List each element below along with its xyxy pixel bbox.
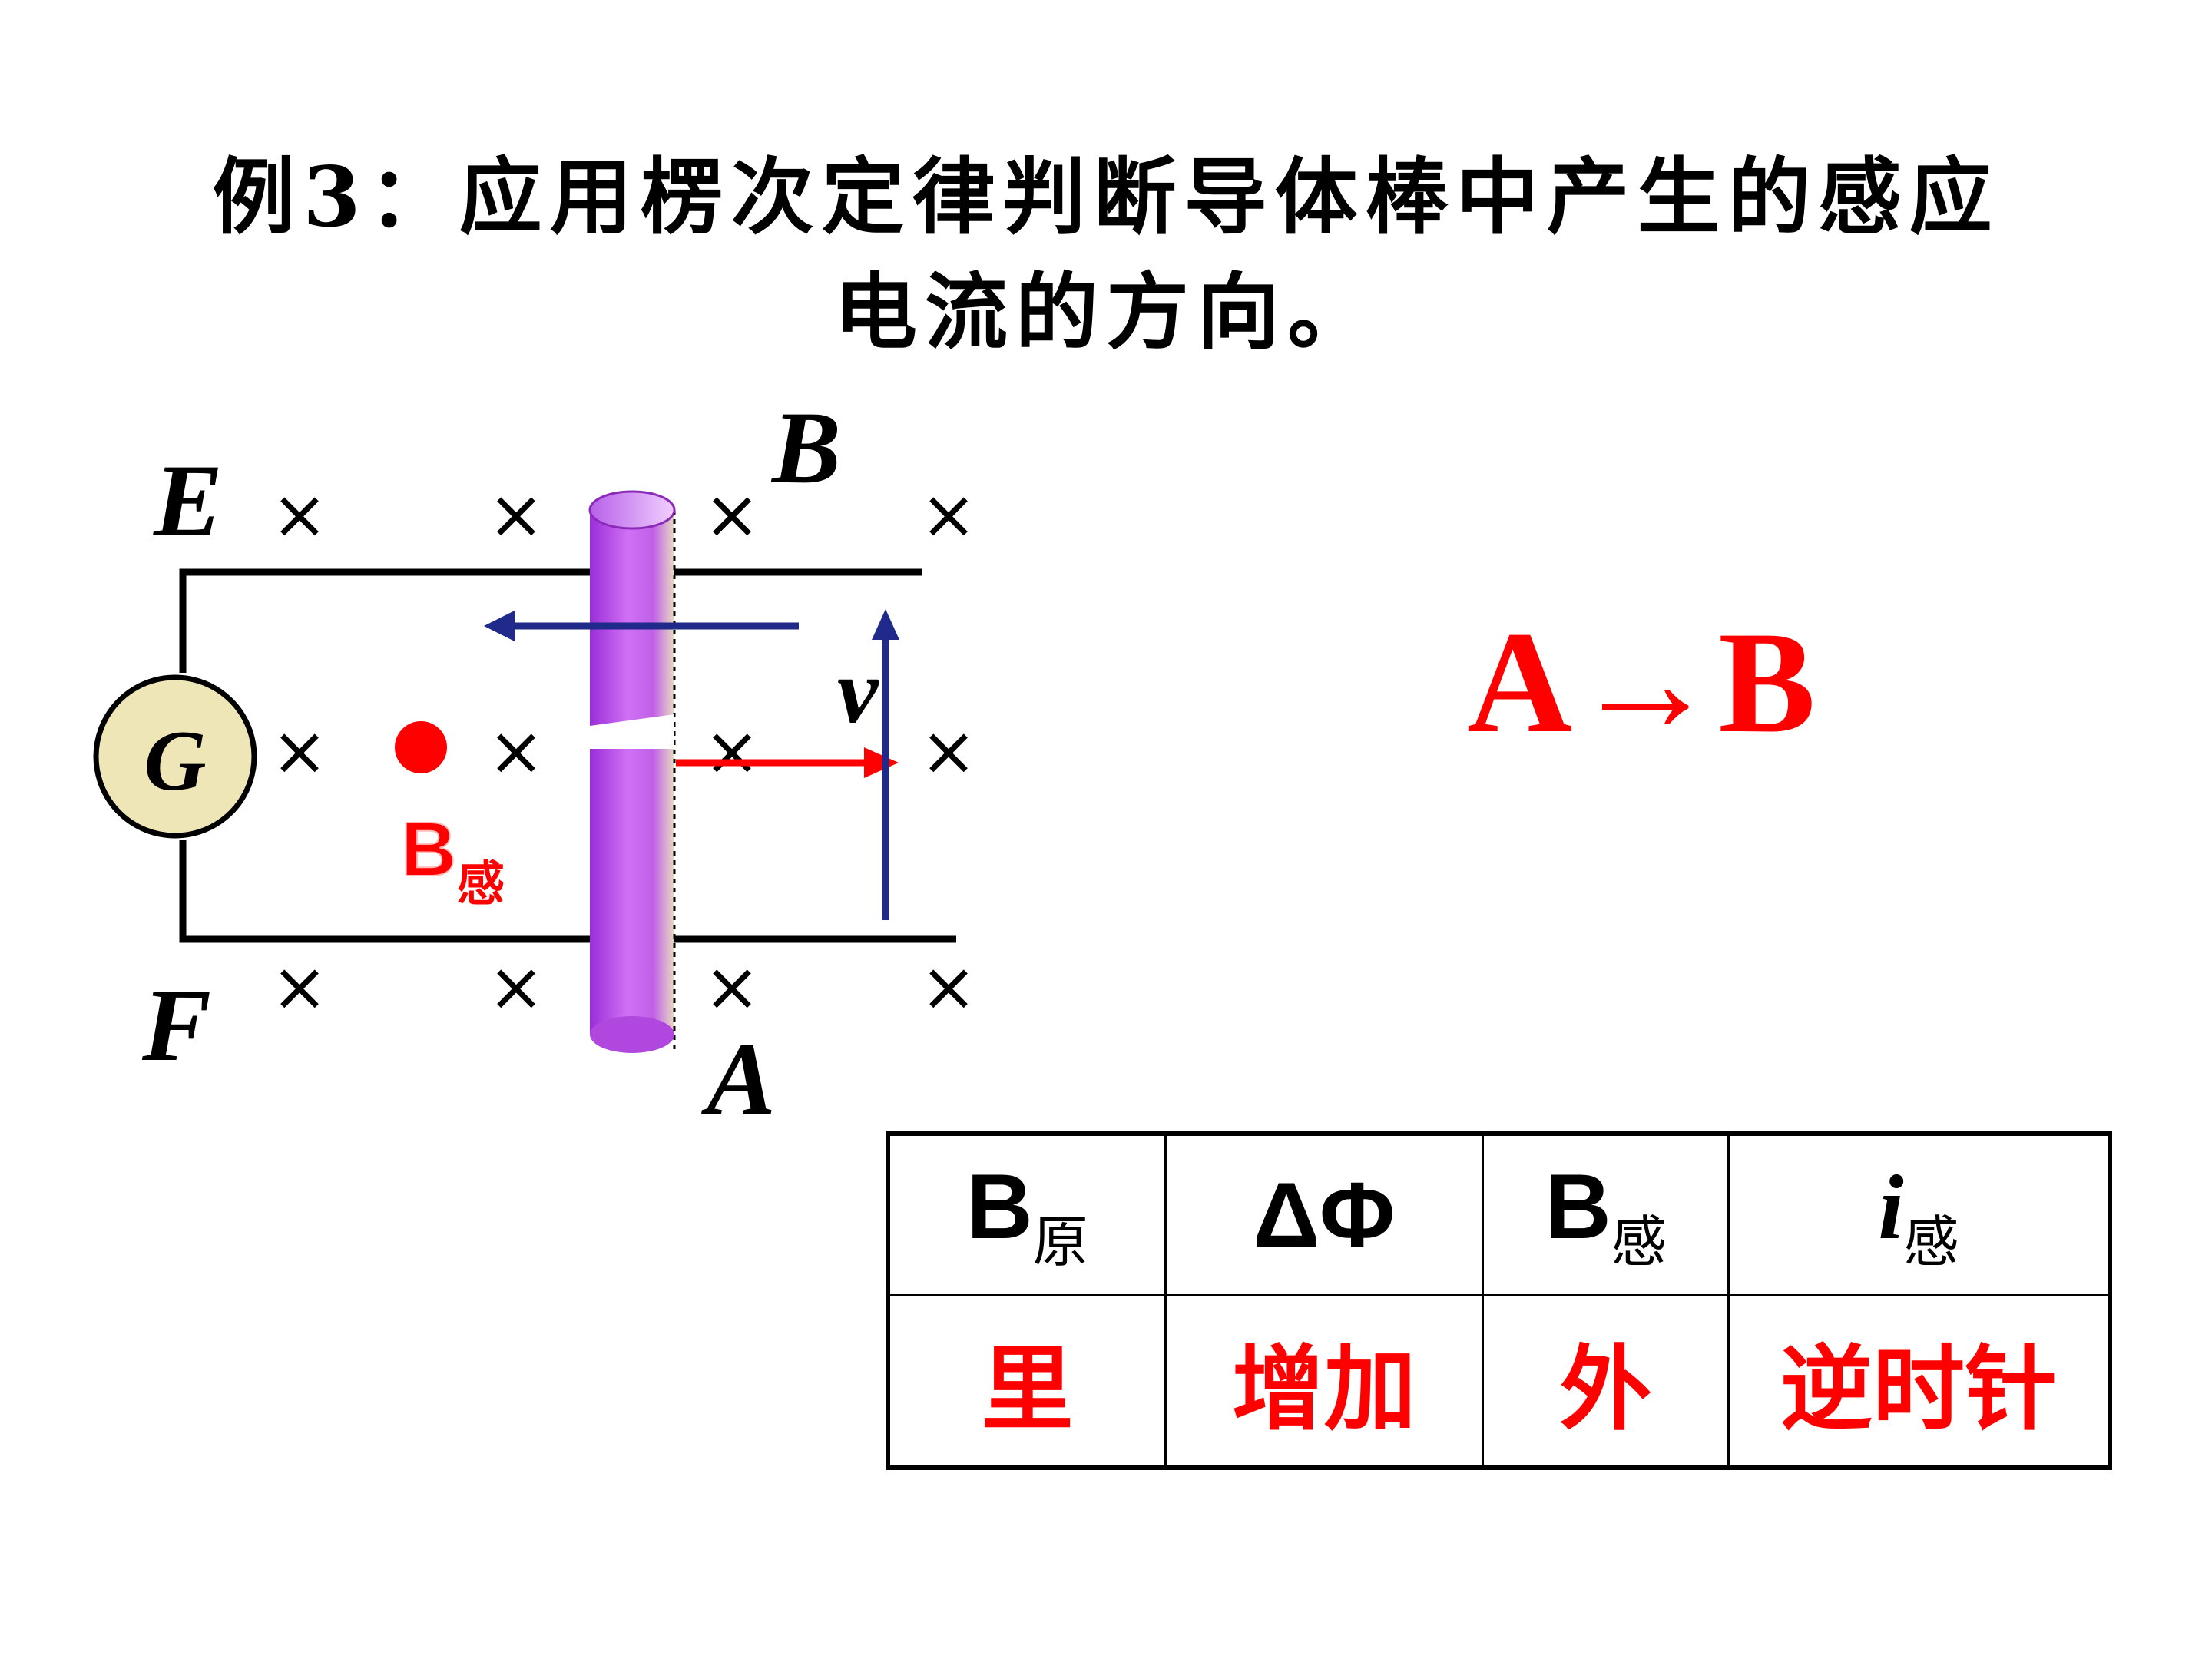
label-v: v	[837, 640, 879, 742]
galvanometer: G	[93, 674, 257, 839]
header-sub: 感	[1611, 1211, 1667, 1273]
field-mark: ×	[704, 475, 760, 554]
header-main: B	[1545, 1154, 1611, 1258]
field-mark: ×	[271, 947, 328, 1026]
galvanometer-label: G	[144, 714, 207, 809]
label-B: B	[770, 391, 841, 505]
top-rail	[179, 568, 922, 673]
header-b-original: B原	[886, 1132, 1167, 1296]
label-E: E	[153, 444, 223, 558]
header-i-induced: i感	[1727, 1132, 2111, 1296]
header-sub: 原	[1032, 1211, 1088, 1273]
field-mark: ×	[920, 711, 977, 790]
result-table: B原 ΔΦ B感 i感 里 增加 外 逆时针	[886, 1131, 2112, 1470]
induced-field-label: B	[401, 806, 456, 892]
header-sub: 感	[1903, 1211, 1959, 1273]
bottom-rail	[179, 840, 956, 943]
answer-direction: A→B	[1467, 602, 1816, 763]
value-delta-phi: 增加	[1164, 1294, 1484, 1469]
current-arrow	[484, 611, 799, 641]
circuit-diagram: × × × × × × × × × × × × G	[93, 391, 977, 1137]
label-A: A	[701, 1022, 776, 1137]
induced-field-subscript: 感	[457, 856, 505, 912]
header-delta-phi: ΔΦ	[1164, 1132, 1484, 1296]
velocity-arrow	[676, 747, 899, 778]
value-b-original: 里	[886, 1294, 1167, 1469]
field-mark: ×	[704, 947, 760, 1026]
value-i-induced: 逆时针	[1727, 1294, 2111, 1469]
field-mark: ×	[920, 947, 977, 1026]
induced-field-dot	[395, 721, 447, 773]
field-mark: ×	[271, 475, 328, 554]
upward-arrow	[872, 609, 899, 920]
header-main: ΔΦ	[1253, 1164, 1396, 1267]
field-mark: ×	[271, 711, 328, 790]
field-mark: ×	[920, 475, 977, 554]
field-mark: ×	[488, 475, 545, 554]
value-b-induced: 外	[1482, 1294, 1730, 1469]
magnetic-field-marks: × × × × × × × × × × × ×	[271, 475, 977, 1026]
field-mark: ×	[488, 711, 545, 790]
conducting-rod	[588, 490, 676, 1053]
label-F: F	[141, 969, 211, 1083]
field-mark: ×	[488, 947, 545, 1026]
header-main: i	[1878, 1155, 1904, 1258]
table-header-row: B原 ΔΦ B感 i感	[886, 1132, 2111, 1296]
header-main: B	[966, 1154, 1033, 1258]
header-b-induced: B感	[1482, 1132, 1730, 1296]
field-mark: ×	[704, 711, 760, 790]
table-value-row: 里 增加 外 逆时针	[886, 1294, 2111, 1469]
title-line-2: 电流的方向。	[833, 264, 1378, 361]
title-line-1: 例3：应用楞次定律判断导体棒中产生的感应	[212, 149, 2000, 246]
